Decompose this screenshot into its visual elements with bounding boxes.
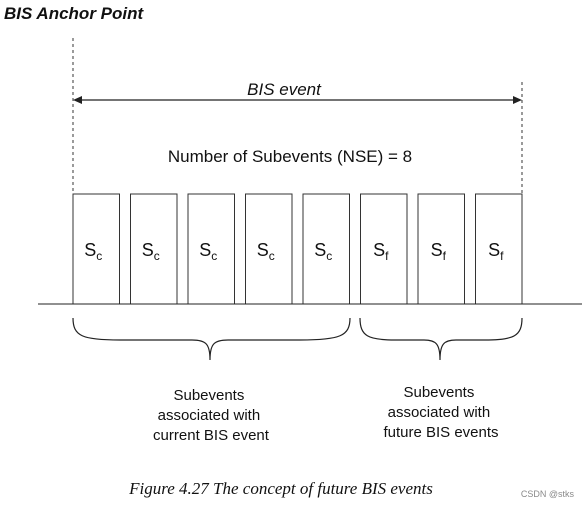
subevent-subscript: f (500, 249, 504, 263)
future-events-group-label: Subevents associated with future BIS eve… (383, 384, 498, 441)
future-events-brace (359, 317, 523, 361)
current-group-line-3: current BIS event (153, 427, 270, 444)
subevent-subscript: c (154, 249, 160, 263)
subevent-box: Sc (130, 193, 178, 305)
bis-event-label: BIS event (247, 80, 322, 99)
current-events-group-label: Subevents associated with current BIS ev… (153, 387, 270, 444)
bis-event-arrow-left-head (73, 96, 82, 104)
subevent-label: Sc (142, 240, 160, 263)
nse-label: Number of Subevents (NSE) = 8 (168, 147, 412, 166)
future-group-line-3: future BIS events (383, 424, 498, 441)
subevent-subscript: c (326, 249, 332, 263)
subevent-rect (475, 193, 523, 305)
subevent-box: Sc (187, 193, 235, 305)
subevent-rect (187, 193, 235, 305)
subevent-letter: S (142, 240, 154, 260)
subevent-letter: S (257, 240, 269, 260)
current-group-line-1: Subevents (173, 387, 244, 404)
current-events-brace (72, 317, 351, 361)
subevent-box: Sf (360, 193, 408, 305)
bis-event-arrow-right-head (513, 96, 522, 104)
subevent-subscript: c (96, 249, 102, 263)
subevent-rect (72, 193, 120, 305)
subevent-box: Sf (475, 193, 523, 305)
subevent-label: Sc (199, 240, 217, 263)
subevent-subscript: f (443, 249, 447, 263)
subevent-label: Sf (373, 240, 389, 263)
subevent-rect (245, 193, 293, 305)
subevent-letter: S (199, 240, 211, 260)
subevent-rect (130, 193, 178, 305)
subevent-label: Sf (431, 240, 447, 263)
figure-caption: Figure 4.27 The concept of future BIS ev… (128, 479, 433, 498)
subevent-rect (360, 193, 408, 305)
anchor-point-label: BIS Anchor Point (4, 4, 144, 23)
subevent-subscript: f (385, 249, 389, 263)
subevent-letter: S (373, 240, 385, 260)
subevent-subscript: c (269, 249, 275, 263)
subevent-box: Sf (417, 193, 465, 305)
subevent-label: Sc (84, 240, 102, 263)
subevent-subscript: c (211, 249, 217, 263)
subevent-box: Sc (72, 193, 120, 305)
subevent-rect (417, 193, 465, 305)
subevent-letter: S (431, 240, 443, 260)
subevent-letter: S (314, 240, 326, 260)
subevent-label: Sc (257, 240, 275, 263)
subevent-label: Sf (488, 240, 504, 263)
subevent-rect (302, 193, 350, 305)
current-group-line-2: associated with (158, 407, 261, 424)
future-group-line-1: Subevents (403, 384, 474, 401)
subevent-box: Sc (245, 193, 293, 305)
subevent-label: Sc (314, 240, 332, 263)
subevent-letter: S (84, 240, 96, 260)
watermark-text: CSDN @stks (521, 489, 575, 499)
subevent-box: Sc (302, 193, 350, 305)
bis-event-span-arrow (73, 96, 522, 104)
subevent-letter: S (488, 240, 500, 260)
future-group-line-2: associated with (388, 404, 491, 421)
